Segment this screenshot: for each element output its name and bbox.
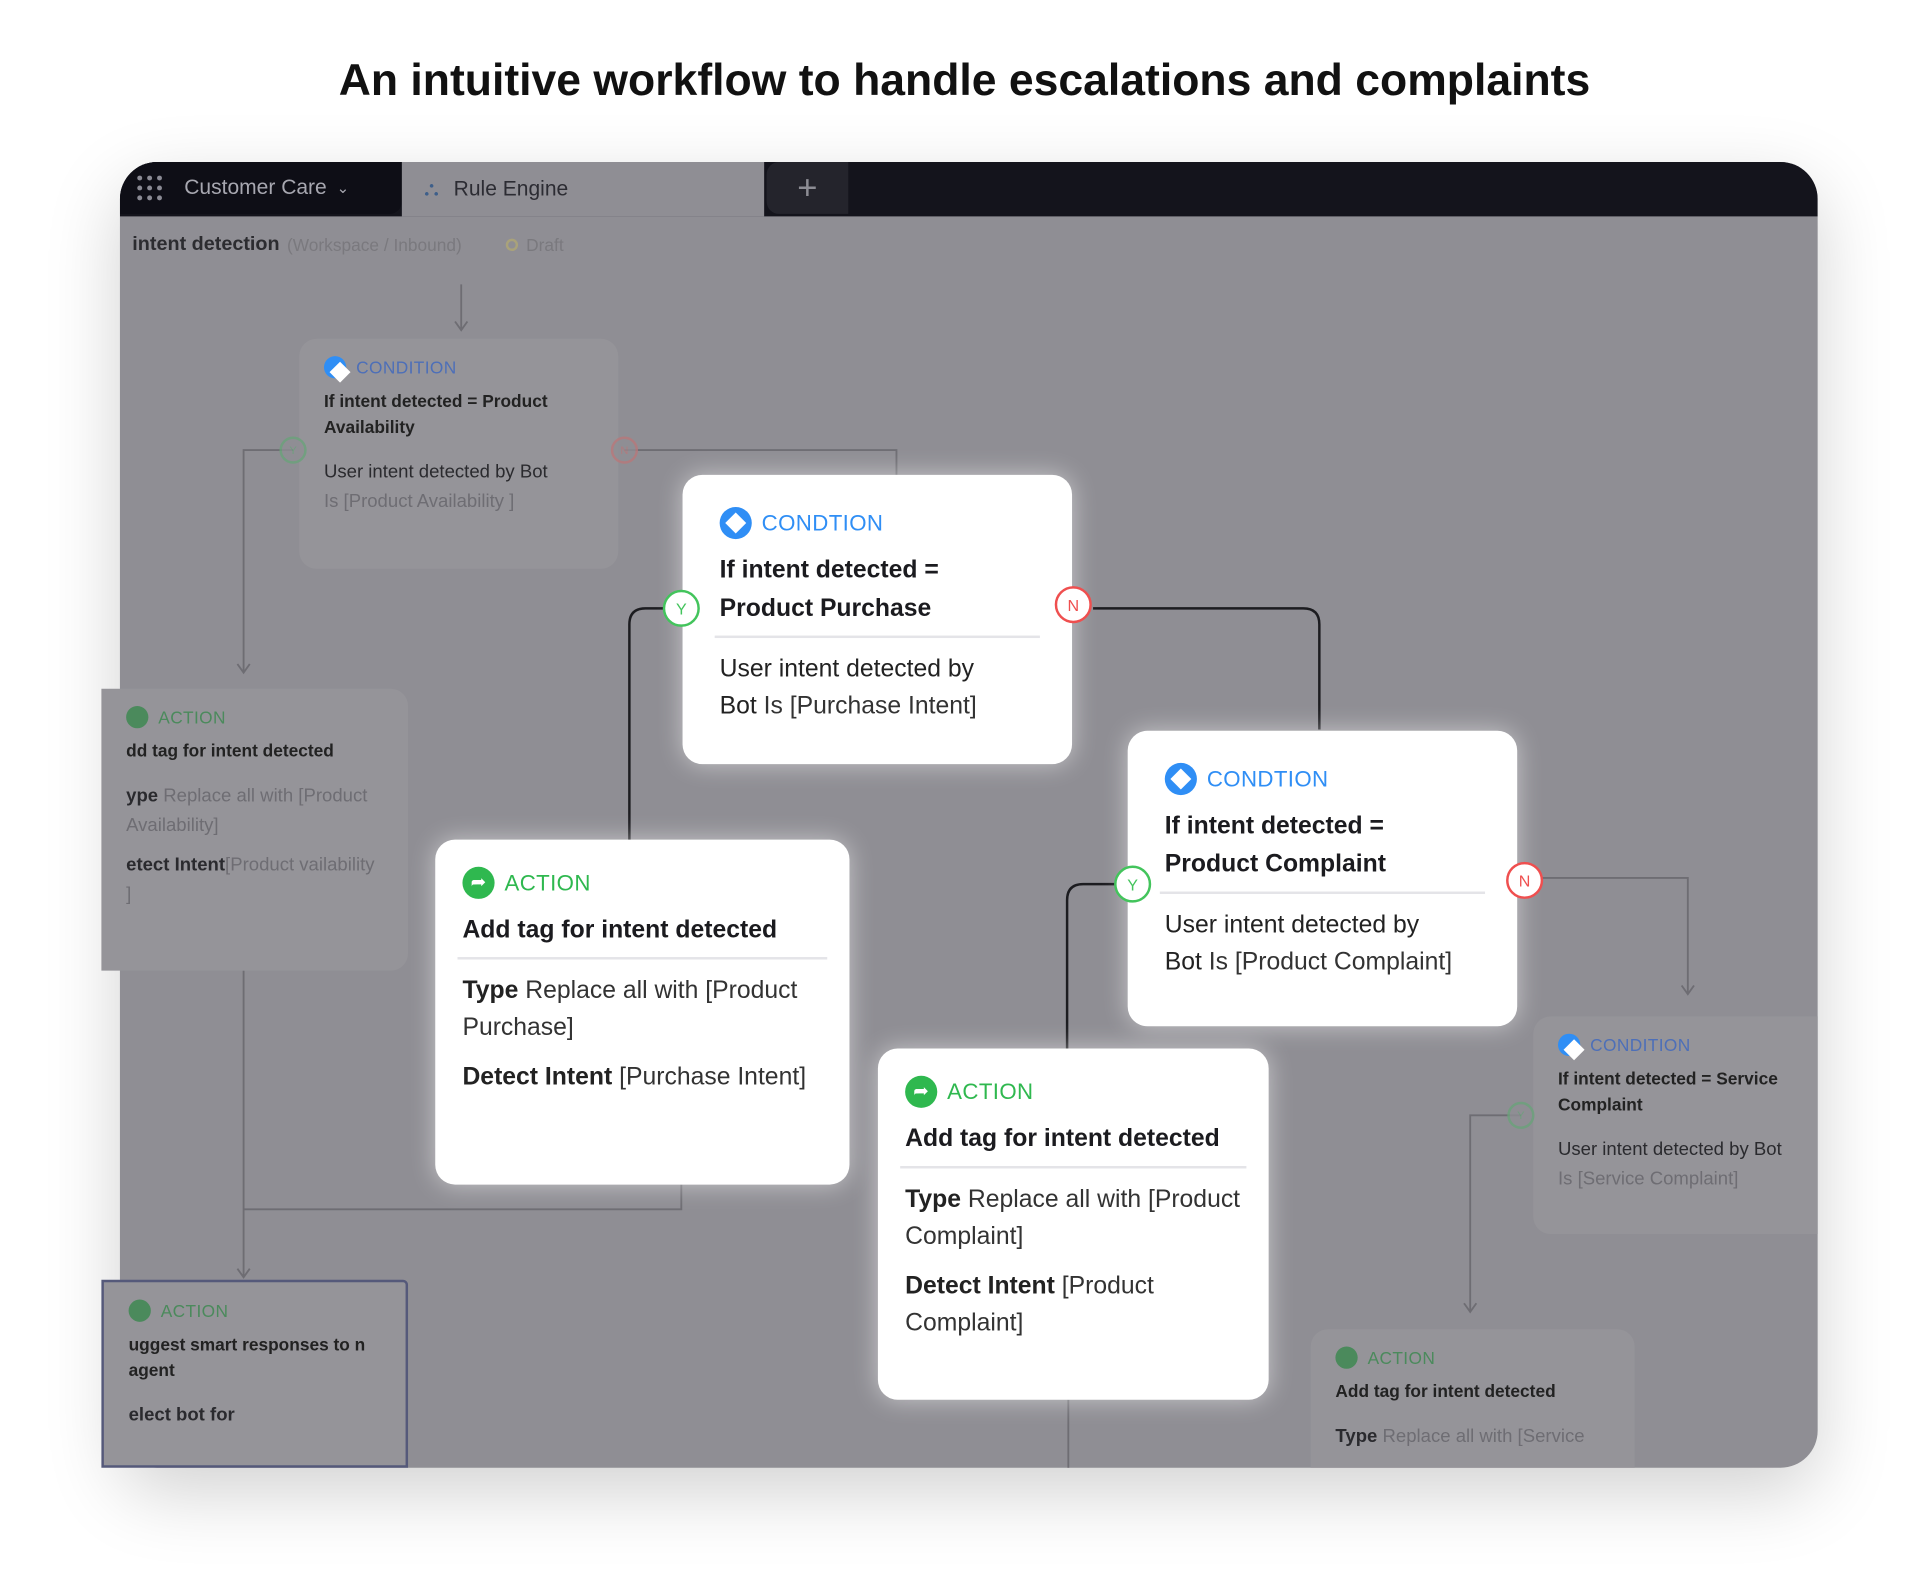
card-kind: ACTION <box>158 707 226 728</box>
no-branch-node[interactable]: N <box>1054 586 1092 624</box>
card-kind: ACTION <box>504 869 591 895</box>
field-label: elect bot for <box>128 1404 235 1426</box>
action-icon <box>126 706 149 729</box>
condition-icon <box>1557 1033 1581 1056</box>
card-line: User intent detected by Bot <box>323 461 548 483</box>
field-value: Replace all with [Product Purchase] <box>462 976 798 1042</box>
yes-branch-node[interactable]: Y <box>1114 865 1152 903</box>
divider <box>714 635 1040 639</box>
card-kind: ACTION <box>160 1300 229 1321</box>
divider <box>900 1166 1247 1169</box>
card-kind: ACTION <box>1367 1347 1436 1368</box>
action-icon: ➦ <box>905 1075 938 1108</box>
field-label: Type <box>1335 1425 1378 1447</box>
card-kind: CONDITION <box>1590 1034 1691 1055</box>
field-label: etect Intent <box>126 854 226 876</box>
rule-name: intent detection <box>132 233 280 255</box>
field-label: ype <box>126 785 159 807</box>
card-title: If intent detected = <box>1164 812 1384 840</box>
dim-connectors <box>236 284 1695 1468</box>
card-title: Add tag for intent detected <box>1335 1381 1556 1401</box>
card-kind: ACTION <box>947 1078 1034 1104</box>
chevron-down-icon: ⌄ <box>336 179 350 197</box>
card-line: User intent detected by <box>1164 911 1420 939</box>
condition-icon <box>719 506 752 540</box>
workspace-switcher[interactable]: Customer Care ⌄ <box>119 161 402 214</box>
field-label: Type <box>462 976 519 1005</box>
card-title: Product Purchase <box>719 594 932 622</box>
card-kind: CONDITION <box>356 357 457 378</box>
card-line: Is [Service Complaint] <box>1557 1168 1739 1190</box>
field-value: Is [Purchase Intent] <box>763 692 977 720</box>
breadcrumb: intent detection (Workspace / Inbound) D… <box>132 234 563 256</box>
divider <box>457 957 828 960</box>
action-icon <box>1335 1346 1358 1369</box>
status-dot-icon <box>506 238 519 252</box>
status-badge: Draft <box>526 234 564 255</box>
card-title: Product Complaint <box>1164 850 1386 878</box>
yes-branch-node[interactable]: Y <box>279 436 307 464</box>
field-label: Detect Intent <box>905 1272 1055 1300</box>
field-label: Type <box>905 1185 962 1214</box>
no-branch-node[interactable]: N <box>610 436 639 464</box>
headline: An intuitive workflow to handle escalati… <box>338 54 1591 106</box>
rule-path: (Workspace / Inbound) <box>287 234 462 255</box>
action-card-suggest-responses[interactable]: ACTION uggest smart responses to n agent… <box>101 1279 409 1468</box>
condition-card-product-availability[interactable]: CONDITION If intent detected = Product A… <box>299 338 619 569</box>
condition-icon <box>1164 762 1197 796</box>
card-title: dd tag for intent detected <box>126 740 334 761</box>
field-value: [Product Complaint] <box>905 1272 1154 1337</box>
card-title: uggest smart responses to n agent <box>128 1334 366 1380</box>
field-label: Bot <box>1164 948 1202 976</box>
card-title: Add tag for intent detected <box>462 916 778 944</box>
tab-label: Rule Engine <box>453 176 569 201</box>
condition-icon <box>323 356 347 379</box>
condition-card-product-purchase[interactable]: CONDTION If intent detected = Product Pur… <box>682 474 1073 765</box>
divider <box>1159 891 1486 894</box>
no-branch-node[interactable]: N <box>1506 861 1544 899</box>
action-card-product-availability[interactable]: ACTION dd tag for intent detected ype Re… <box>101 688 409 971</box>
action-card-service-complaint[interactable]: ACTION Add tag for intent detected Type … <box>1310 1329 1635 1468</box>
field-value: [Purchase Intent] <box>619 1063 807 1091</box>
add-tab-button[interactable]: + <box>766 161 849 214</box>
card-line: User intent detected by Bot <box>1557 1138 1782 1160</box>
field-value: Is [Product Complaint] <box>1208 948 1453 976</box>
condition-card-product-complaint[interactable]: CONDTION If intent detected = Product Com… <box>1127 730 1518 1027</box>
card-title: If intent detected = Service Complaint <box>1557 1068 1778 1115</box>
card-line: Is [Product Availability ] <box>323 490 515 512</box>
condition-card-service-complaint[interactable]: CONDITION If intent detected = Service C… <box>1533 1016 1818 1235</box>
field-value: Replace all with [Product Complaint] <box>905 1185 1241 1251</box>
yes-branch-node[interactable]: Y <box>1507 1101 1535 1129</box>
action-card-product-purchase[interactable]: ➦ ACTION Add tag for intent detected Type… <box>435 839 850 1185</box>
card-title: If intent detected = Product Availabilit… <box>323 390 548 437</box>
card-title: If intent detected = <box>719 556 939 584</box>
card-line: User intent detected by <box>719 655 974 683</box>
field-label: Detect Intent <box>462 1063 613 1091</box>
tab-rule-engine[interactable]: ⛬ Rule Engine <box>401 161 765 217</box>
apps-grid-icon[interactable] <box>137 175 162 201</box>
hierarchy-icon: ⛬ <box>424 176 439 201</box>
field-label: Bot <box>719 692 757 720</box>
card-title: Add tag for intent detected <box>905 1125 1220 1153</box>
workspace-label: Customer Care <box>184 175 327 200</box>
card-kind: CONDTION <box>1206 766 1329 791</box>
action-card-product-complaint[interactable]: ➦ ACTION Add tag for intent detected Type… <box>877 1048 1269 1400</box>
yes-branch-node[interactable]: Y <box>662 589 700 627</box>
field-value: [Product vailability ] <box>126 854 375 906</box>
top-bar: Customer Care ⌄ ⛬ Rule Engine + <box>119 161 1818 217</box>
action-icon: ➦ <box>462 866 495 899</box>
action-icon <box>128 1299 151 1322</box>
field-value: Replace all with [Service <box>1382 1425 1585 1447</box>
field-value: Replace all with [Product Availability] <box>126 785 368 836</box>
card-kind: CONDTION <box>761 510 884 535</box>
